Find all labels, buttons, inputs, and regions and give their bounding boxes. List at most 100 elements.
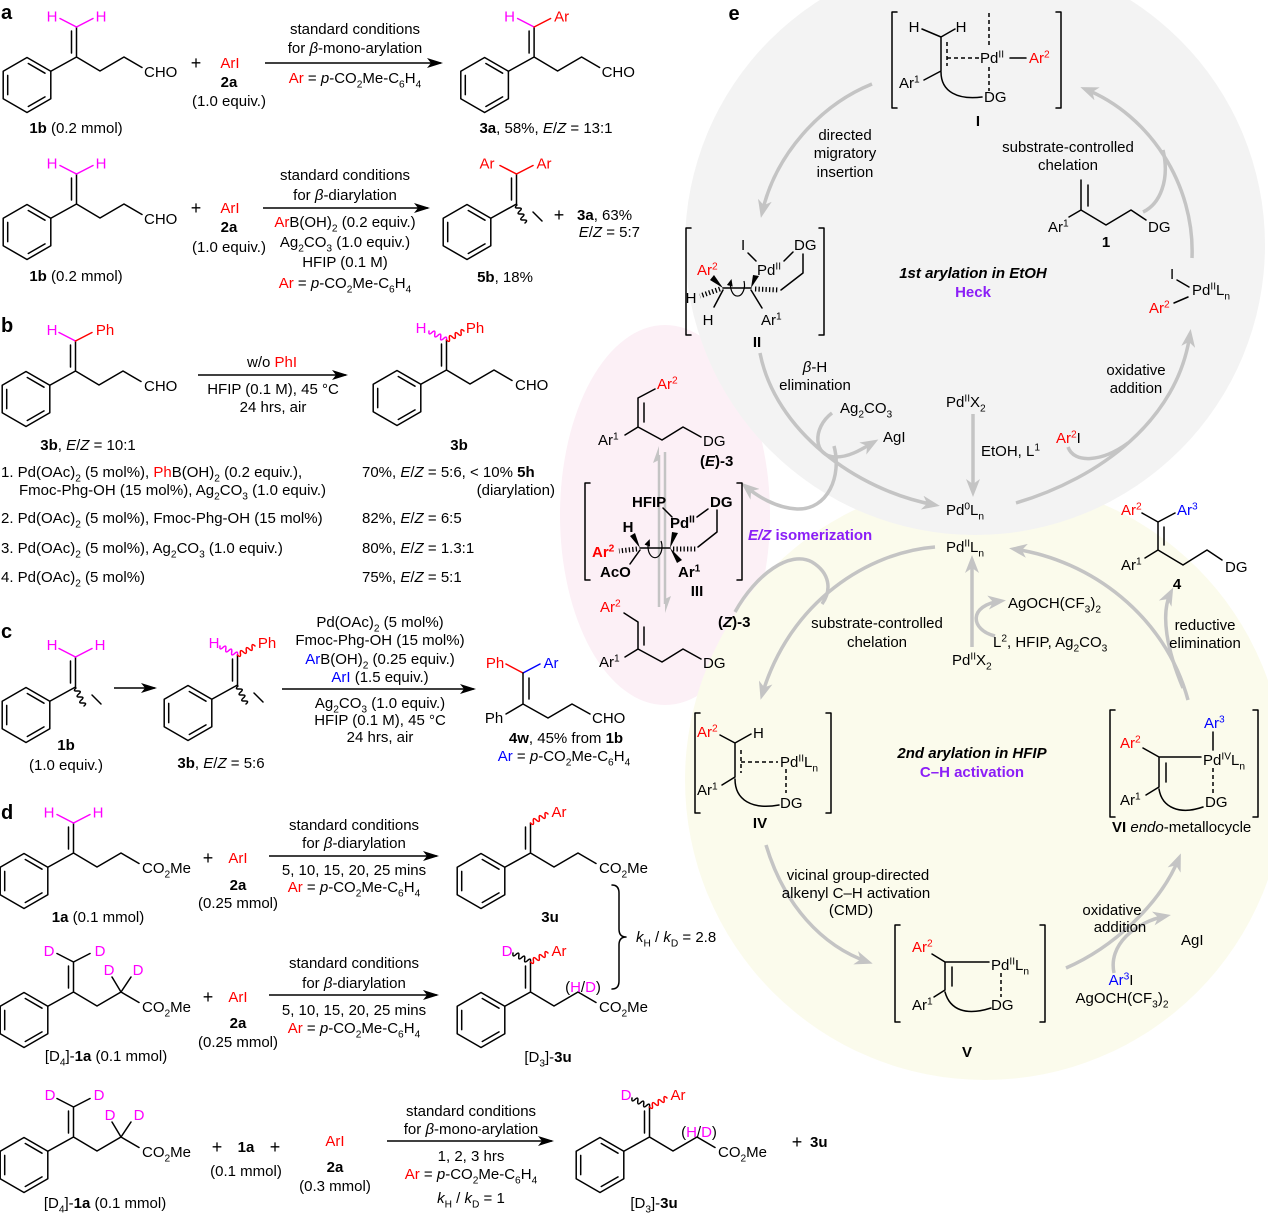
atom-d-right: D [95,943,106,960]
entry-result-note: (diarylation) [477,482,555,499]
terminal-group: CHO [515,377,548,394]
condition-line: Ar = p-CO2Me-C6H4 [279,275,412,296]
step-label: elimination [779,377,851,394]
directing-group: DG [1148,219,1171,236]
condition-line: 1, 2, 3 hrs [438,1148,505,1165]
cycle-2-subtitle: C–H activation [920,764,1024,781]
atom-d-chain-right: D [134,1107,145,1124]
product-3u: Ar CO2Me [456,804,648,910]
atom-h-lower: H [703,312,714,329]
aryl-2: Ar2 [657,375,678,393]
atom-d-chain-right: D [133,962,144,979]
condition-line: HFIP (0.1 M), 45 °C [207,381,339,398]
byproduct-silver-iodide: AgI [1181,932,1204,949]
entry-1: 1. Pd(OAc)2 (5 mol%), PhB(OH)2 (0.2 equi… [1,464,555,503]
bonds [931,953,992,1013]
control-experiments-table: 1. Pd(OAc)2 (5 mol%), PhB(OH)2 (0.2 equi… [1,464,555,590]
step-label: oxidative [1082,902,1141,919]
reagent-id: 2a [230,1015,247,1032]
condition-line: for β-diarylation [293,187,397,204]
product-3a: H Ar CHO [460,9,635,114]
bonds [629,507,718,565]
start-amount: (1.0 equiv.) [29,757,103,774]
atom-d: D [621,1087,632,1104]
condition-line: 5, 10, 15, 20, 25 mins [282,862,426,879]
product-label: 5b, 18% [477,269,533,286]
condition-line: for β-diarylation [302,835,406,852]
benzene-ring [456,852,506,910]
equilibrium-arrowhead-up [653,446,659,463]
acetate: AcO [600,564,631,581]
product-label: (Z)-3 [718,614,751,631]
isomerization-label: E/Z isomerization [748,527,872,544]
skeleton-bonds [623,1106,716,1152]
intermediate-IV: Ar2 H PdIILn Ar1 DG IV [694,712,832,832]
condition-line: ArI (1.5 equiv.) [331,669,428,686]
aryl-bonds [499,164,534,175]
reagent-amount: (1.0 equiv.) [192,239,266,256]
skeleton-bonds [50,173,143,219]
benzene-ring [0,852,49,910]
wedge-bond [751,275,759,288]
co-substrate-amount: (0.1 mmol) [210,1163,282,1180]
atom-d-left: D [44,943,55,960]
benzene-ring [442,203,492,261]
product-E-3: Ar2 Ar1 DG (E)-3 [598,375,733,470]
intermediate-label: I [976,113,980,130]
wedge-bond [670,548,682,563]
entry-result: 80%, E/Z = 1.3:1 [362,540,474,557]
intermediate-I: H H PdII Ar2 Ar1 DG I [891,11,1062,130]
atom-h-hashed: H [686,290,697,307]
terminal-group: CO2Me [599,860,648,881]
plus-sign: + [554,205,565,225]
aryl-group-left: Ar [480,156,495,173]
benzene-ring [372,369,422,427]
brackets [685,227,825,336]
product-Z-3: Ar2 Ar1 DG (Z)-3 [599,598,751,672]
entry-result: 75%, E/Z = 5:1 [362,569,462,586]
panel-c: c H H 1b (1.0 equiv.) H Ph 3b, E/Z = 5:6… [1,614,631,774]
entry-conditions: Fmoc-Phg-OH (15 mol%), Ag2CO3 (1.0 equiv… [19,482,326,503]
arrow-migratory-insertion [758,82,873,218]
step-label: migratory [814,145,877,162]
phenyl-group: Ph [258,635,276,652]
skeleton-bonds [505,672,591,719]
skeleton-bonds [47,952,140,1007]
atom-h: H [504,9,515,26]
hashed-bond [754,286,780,293]
co-substrate-id: 1a [238,1139,255,1156]
byproduct-silver-alkoxide: AgOCH(CF3)2 [1008,595,1101,616]
side-product-ratio: E/Z = 5:7 [579,224,640,241]
metal-center: PdIILn [1192,281,1230,302]
aryl-2: Ar2 [592,543,615,561]
aryl-2: Ar2 [1120,734,1141,752]
atom-h: H [623,519,634,536]
aryl-2: Ar2 [1121,501,1142,519]
aryl-2: Ar2 [1149,299,1170,317]
skeleton-bonds [50,26,143,72]
aryl-1: Ar1 [1048,218,1069,236]
substrate-label: [D4]-1a (0.1 mmol) [44,1195,166,1215]
directing-group: DG [780,795,803,812]
precatalyst-2: PdIIX2 [952,651,992,672]
reagent-id: 2a [327,1159,344,1176]
atom-h: H [416,320,427,337]
step-label: elimination [1169,635,1241,652]
wavy-aryl-bond [529,950,549,965]
reagent-amount: (0.25 mmol) [198,895,278,912]
condition-line: Ar = p-CO2Me-C6H4 [289,70,422,91]
condition-line: 24 hrs, air [347,729,414,746]
hfip-ligand: HFIP [632,494,666,511]
panel-d: d H H CO2Me 1a (0.1 mmol) + ArI 2a (0.25… [0,802,828,1215]
substrate-1b: H H CHO [2,156,177,261]
entry-4: 4. Pd(OAc)2 (5 mol%) 75%, E/Z = 5:1 [1,569,462,590]
metal-center: PdIILn [991,956,1029,977]
bonds [1173,279,1190,304]
vinyl-ch-bonds [59,17,94,28]
phenyl-group-bottom: Ph [485,710,503,727]
condition-line: for β-mono-arylation [288,40,422,57]
step-label: vicinal group-directed [787,867,930,884]
condition-line: Ag2CO3 (1.0 equiv.) [315,695,445,716]
atom-h-right: H [95,637,106,654]
iodide: I [1170,266,1174,283]
